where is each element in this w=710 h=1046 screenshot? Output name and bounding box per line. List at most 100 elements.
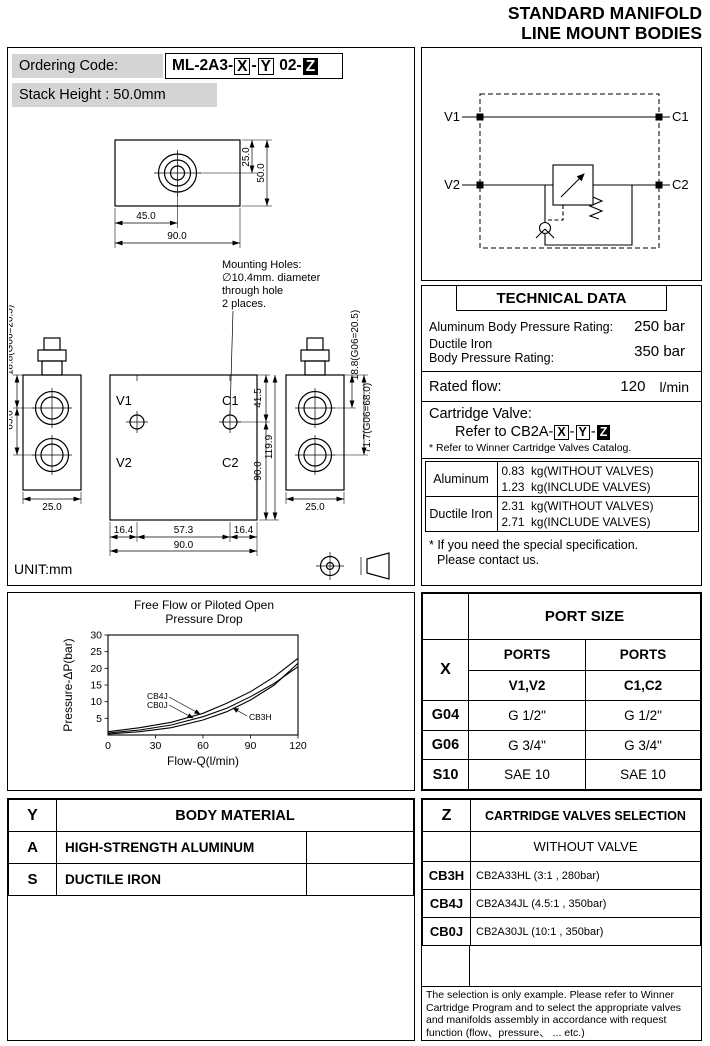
- ports-subheader-cell: V1,V2: [468, 669, 586, 702]
- circuit-lines: [462, 116, 670, 246]
- ordering-code-value: ML-2A3-X-Y 02-Z: [165, 53, 343, 79]
- valve-label-cell: WITHOUT VALVE: [470, 831, 701, 862]
- stack-height-label: Stack Height : 50.0mm: [12, 83, 217, 107]
- port-labels: V1 C1 V2 C2: [116, 393, 239, 470]
- port-label-v2: V2: [116, 455, 132, 470]
- cartridge-valve-section: Cartridge Valve: Refer to CB2A-X-Y-Z * R…: [422, 402, 701, 459]
- material-code-cell: S: [8, 863, 57, 896]
- valve-label-cell: CB2A30JL (10:1 , 350bar): [470, 917, 701, 946]
- port-code-cell: G06: [422, 729, 469, 761]
- ports-header-cell: PORTS: [585, 638, 701, 671]
- z-header-cell: Z: [422, 799, 471, 832]
- port-node: [476, 181, 484, 189]
- x-tick-label: 60: [197, 740, 209, 752]
- dim-label: 18.8(G06=20.5): [9, 305, 16, 375]
- table-row: CB4J CB2A34JL (4.5:1 , 350bar): [422, 889, 701, 918]
- valve-label-cell: CB2A34JL (4.5:1 , 350bar): [470, 889, 701, 918]
- table-row: Ductile Iron 2.31 kg(WITHOUT VALVES) 2.7…: [424, 496, 699, 532]
- corner-cell: [422, 593, 469, 640]
- table-row: Aluminum 0.83 kg(WITHOUT VALVES) 1.23 kg…: [424, 461, 699, 497]
- rated-flow-unit: l/min: [659, 378, 689, 395]
- x-axis-ticks: 0 30 60 90 120: [105, 735, 307, 752]
- port-label-v1: V1: [116, 393, 132, 408]
- ports-header-cell: PORTS: [468, 638, 586, 671]
- dim-label: 65.0: [9, 410, 16, 430]
- port-size-table: PORT SIZE X PORTS PORTS V1,V2 C1,C2 G04 …: [422, 593, 701, 790]
- port-value-cell: G 3/4": [585, 729, 701, 761]
- table-row: G06 G 3/4" G 3/4": [422, 729, 701, 761]
- circuit-label-v2: V2: [444, 177, 460, 192]
- dim-label: 18.8(G06=20.5): [350, 310, 361, 380]
- port-node: [655, 181, 663, 189]
- dim-label: 25.0: [305, 502, 325, 513]
- port-value-cell: G 1/2": [468, 700, 586, 731]
- table-row: S DUCTILE IRON: [8, 863, 414, 896]
- page-title-line1: STANDARD MANIFOLD: [507, 3, 702, 23]
- ordering-code-y: Y: [257, 57, 274, 75]
- body-material-panel: Y BODY MATERIAL A HIGH-STRENGTH ALUMINUM…: [7, 798, 415, 1041]
- special-note-line1: * If you need the special specification.: [429, 538, 639, 552]
- table-row: WITHOUT VALVE: [422, 831, 701, 862]
- circuit-label-c1: C1: [672, 109, 689, 124]
- hydraulic-circuit-diagram: V1 C1 V2 C2: [444, 93, 689, 249]
- y-tick-label: 30: [90, 630, 102, 642]
- x-tick-label: 0: [105, 740, 111, 752]
- dim-label: 16.4: [234, 525, 254, 536]
- ports-subheader-cell: C1,C2: [585, 669, 701, 702]
- circuit-boundary: [479, 93, 660, 249]
- cartridge-refer-prefix: Refer to CB2A-: [455, 424, 554, 440]
- y-tick-label: 25: [90, 646, 102, 658]
- port-value-cell: SAE 10: [585, 759, 701, 790]
- material-label-cell: DUCTILE IRON: [56, 863, 307, 896]
- pressure-drop-panel: Free Flow or Piloted Open Pressure Drop …: [7, 592, 415, 791]
- dim-label: 50.0: [256, 163, 267, 183]
- table-row: CB3H CB2A33HL (3:1 , 280bar): [422, 861, 701, 890]
- cartridge-code-z: Z: [596, 425, 611, 440]
- y-tick-label: 10: [90, 696, 102, 708]
- port-node: [655, 113, 663, 121]
- series-label-cb3h: CB3H: [249, 712, 272, 722]
- weight-values: 2.31 kg(WITHOUT VALVES) 2.71 kg(INCLUDE …: [496, 496, 699, 532]
- table-row: X PORTS PORTS: [422, 638, 701, 702]
- iron-rating-value: 350 bar: [634, 342, 685, 360]
- weight-line: 0.83 kg(WITHOUT VALVES): [501, 464, 654, 478]
- weight-line: 2.31 kg(WITHOUT VALVES): [501, 499, 654, 513]
- rated-flow-row: Rated flow: 120 l/min: [422, 372, 701, 402]
- cartridge-title-cell: CARTRIDGE VALVES SELECTION: [470, 799, 701, 832]
- weight-material: Ductile Iron: [424, 496, 498, 532]
- port-value-cell: SAE 10: [468, 759, 586, 790]
- special-note-line2: Please contact us.: [437, 553, 540, 567]
- special-specification-note: * If you need the special specification.…: [422, 534, 701, 568]
- ordering-code-mid: 02-: [275, 57, 302, 74]
- iron-rating-label-line2: Body Pressure Rating:: [429, 351, 555, 365]
- table-row: V1,V2 C1,C2: [423, 669, 701, 702]
- table-row: Y BODY MATERIAL: [8, 799, 414, 832]
- table-row: CB0J CB2A30JL (10:1 , 350bar): [422, 917, 701, 946]
- top-view-dimensions: 25.0 50.0 45.0 90.0: [114, 139, 272, 248]
- ordering-code-label: Ordering Code:: [12, 54, 163, 78]
- table-row: S10 SAE 10 SAE 10: [422, 759, 701, 790]
- curve-cb4j: [107, 666, 299, 734]
- table-row: Z CARTRIDGE VALVES SELECTION: [422, 799, 701, 832]
- dim-label: 90.0: [174, 540, 194, 551]
- port-size-title-cell: PORT SIZE: [468, 593, 701, 640]
- series-label-cb4j: CB4J: [147, 691, 168, 701]
- dim-label: 25.0: [42, 502, 62, 513]
- circuit-port-labels: V1 C1 V2 C2: [444, 109, 689, 192]
- cartridge-valve-heading: Cartridge Valve:: [429, 406, 532, 422]
- ordering-code-x: X: [234, 57, 251, 75]
- aluminum-rating-label: Aluminum Body Pressure Rating:: [429, 319, 614, 334]
- valve-label-cell: CB2A33HL (3:1 , 280bar): [470, 861, 701, 890]
- dim-label: 57.3: [174, 525, 194, 536]
- iron-rating-label: Ductile Iron Body Pressure Rating:: [429, 337, 554, 365]
- cartridge-valve-refer: Refer to CB2A-X-Y-Z: [429, 423, 701, 441]
- valve-code-cell: [422, 831, 471, 862]
- circuit-label-v1: V1: [444, 109, 460, 124]
- dim-label: 41.5: [253, 388, 264, 408]
- dim-label: 71.7(G06=68.0): [362, 383, 373, 453]
- mounting-note-line: 2 places.: [222, 298, 266, 310]
- dim-label: 45.0: [136, 211, 156, 222]
- page-title-line2: LINE MOUNT BODIES: [521, 23, 702, 43]
- body-material-table: Y BODY MATERIAL A HIGH-STRENGTH ALUMINUM…: [8, 799, 414, 896]
